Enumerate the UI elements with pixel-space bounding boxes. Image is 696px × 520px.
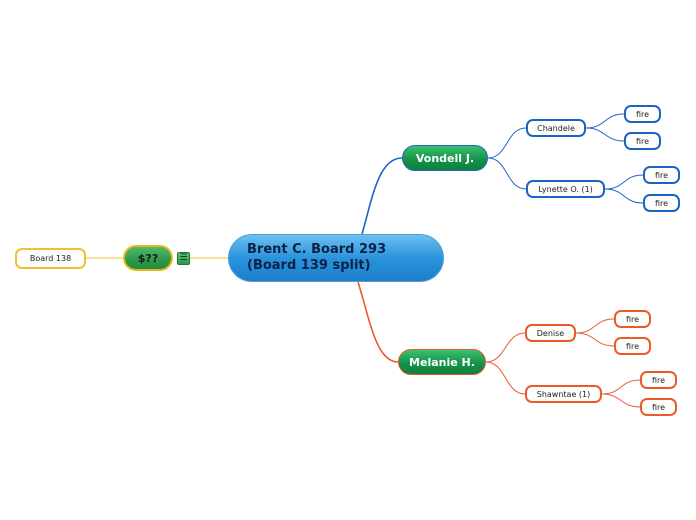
leaf-fire[interactable]: fire bbox=[614, 310, 651, 328]
subtopic-denise-label: Denise bbox=[536, 328, 565, 338]
leaf-fire[interactable]: fire bbox=[643, 166, 680, 184]
leaf-fire-label: fire bbox=[654, 198, 669, 208]
leaf-fire[interactable]: fire bbox=[640, 398, 677, 416]
connector-chandele-fire2 bbox=[585, 127, 625, 142]
connector-shawntae-fire1 bbox=[601, 379, 641, 395]
subtopic-board-138-label: Board 138 bbox=[29, 254, 72, 263]
leaf-fire-label: fire bbox=[651, 375, 666, 385]
subtopic-lynette-label: Lynette O. (1) bbox=[538, 184, 593, 194]
leaf-fire-label: fire bbox=[651, 402, 666, 412]
notes-icon[interactable]: ☰ bbox=[177, 252, 190, 265]
connector-lynette-fire2 bbox=[604, 188, 644, 204]
subtopic-lynette[interactable]: Lynette O. (1) bbox=[526, 180, 605, 198]
topic-vondell-label: Vondell J. bbox=[415, 151, 475, 165]
topic-melanie-label: Melanie H. bbox=[409, 355, 475, 369]
connector-shawntae-fire2 bbox=[601, 393, 641, 408]
subtopic-shawntae-label: Shawntae (1) bbox=[536, 389, 591, 399]
connector-denise-fire1 bbox=[575, 318, 615, 334]
leaf-fire[interactable]: fire bbox=[643, 194, 680, 212]
connector-vondell-chandele bbox=[487, 127, 527, 159]
leaf-fire-label: fire bbox=[625, 341, 640, 351]
leaf-fire[interactable]: fire bbox=[624, 132, 661, 150]
topic-melanie[interactable]: Melanie H. bbox=[398, 349, 486, 375]
leaf-fire[interactable]: fire bbox=[614, 337, 651, 355]
connector-vondell-lynette bbox=[487, 157, 527, 190]
subtopic-chandele-label: Chandele bbox=[537, 123, 575, 133]
leaf-fire-label: fire bbox=[625, 314, 640, 324]
connector-melanie-shawntae bbox=[485, 361, 526, 395]
topic-money-label: $?? bbox=[137, 251, 159, 265]
connector-denise-fire2 bbox=[575, 332, 615, 347]
leaf-fire-label: fire bbox=[654, 170, 669, 180]
connector-central-melanie bbox=[357, 281, 399, 363]
leaf-fire-label: fire bbox=[635, 109, 650, 119]
connector-melanie-denise bbox=[485, 332, 526, 363]
topic-money[interactable]: $?? bbox=[123, 245, 173, 271]
connector-central-vondell bbox=[361, 157, 403, 235]
leaf-fire[interactable]: fire bbox=[640, 371, 677, 389]
subtopic-board-138[interactable]: Board 138 bbox=[15, 248, 86, 269]
subtopic-shawntae[interactable]: Shawntae (1) bbox=[525, 385, 602, 403]
subtopic-denise[interactable]: Denise bbox=[525, 324, 576, 342]
central-topic[interactable]: Brent C. Board 293 (Board 139 split) bbox=[228, 234, 444, 282]
connector-lynette-fire1 bbox=[604, 174, 644, 190]
connector-chandele-fire1 bbox=[585, 113, 625, 129]
leaf-fire-label: fire bbox=[635, 136, 650, 146]
leaf-fire[interactable]: fire bbox=[624, 105, 661, 123]
topic-vondell[interactable]: Vondell J. bbox=[402, 145, 488, 171]
central-topic-label: Brent C. Board 293 (Board 139 split) bbox=[247, 242, 387, 273]
subtopic-chandele[interactable]: Chandele bbox=[526, 119, 586, 137]
